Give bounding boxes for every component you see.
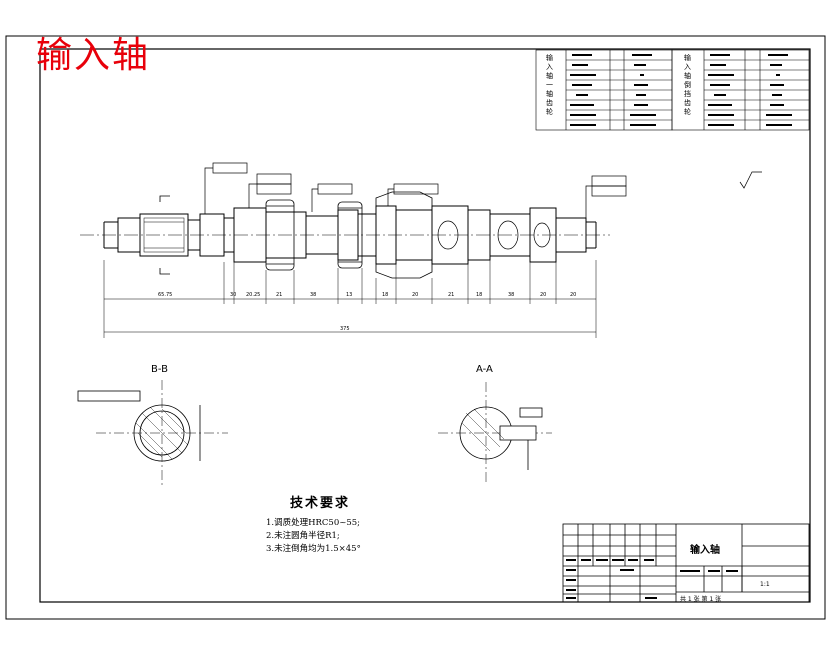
gear-blank-1: [265, 199, 295, 271]
table-left-side-label: 输入轴一轴齿轮: [546, 54, 553, 116]
dimension-value: 13: [346, 292, 353, 298]
dimension-value: 18: [382, 292, 389, 298]
outer-border: [5, 35, 826, 620]
dimension-value: 20: [570, 292, 577, 298]
tolerance-frames: [204, 162, 627, 218]
title-block-sheet: 共 1 张 第 1 张: [680, 596, 722, 603]
gear-blank-2: [337, 201, 363, 269]
overall-length-value: 375: [340, 326, 350, 332]
tech-requirements-heading: 技术要求: [290, 496, 351, 511]
technical-requirements: 技术要求 1.调质处理HRC50~55; 2.未注圆角半径R1; 3.未注倒角均…: [266, 492, 361, 556]
dimension-value: 18: [476, 292, 483, 298]
title-block-scale: 1:1: [760, 581, 770, 588]
inner-frame: [39, 48, 811, 603]
gear-table-rowmarks: [570, 54, 792, 126]
gear-table-right: [671, 49, 810, 131]
dimension-value: 20: [540, 292, 547, 298]
tech-requirement-item: 3.未注倒角均为1.5×45°: [266, 544, 361, 554]
roughness-symbol: [739, 171, 762, 189]
section-cut-markers: [159, 195, 170, 275]
title-block: [562, 523, 810, 603]
spline-region: [143, 217, 185, 253]
section-bb-label: B-B: [151, 364, 168, 375]
dimension-lines: [103, 260, 597, 338]
dimension-value: 20.25: [246, 292, 261, 298]
section-aa-view: [438, 382, 552, 484]
gear-table-left: [535, 49, 673, 131]
tech-requirement-item: 1.调质处理HRC50~55;: [266, 518, 361, 528]
title-block-part-name: 输入轴: [690, 545, 720, 556]
dimension-value: 20: [412, 292, 419, 298]
table-right-side-label: 输入轴倒挡齿轮: [684, 54, 691, 116]
dimension-value: 21: [276, 292, 283, 298]
dimension-value: 30: [230, 292, 237, 298]
dimension-value: 65.75: [158, 292, 173, 298]
section-bb-view: [77, 380, 228, 486]
dimension-value: 38: [310, 292, 317, 298]
gear-blank-3: [375, 191, 433, 279]
keyway-marks: [437, 220, 551, 250]
section-aa-label: A-A: [476, 364, 493, 375]
title-block-fill: [566, 559, 738, 599]
tech-requirement-item: 2.未注圆角半径R1;: [266, 531, 340, 541]
dimension-value: 38: [508, 292, 515, 298]
dimension-value: 21: [448, 292, 455, 298]
drawing-title: 输入轴: [36, 35, 151, 76]
